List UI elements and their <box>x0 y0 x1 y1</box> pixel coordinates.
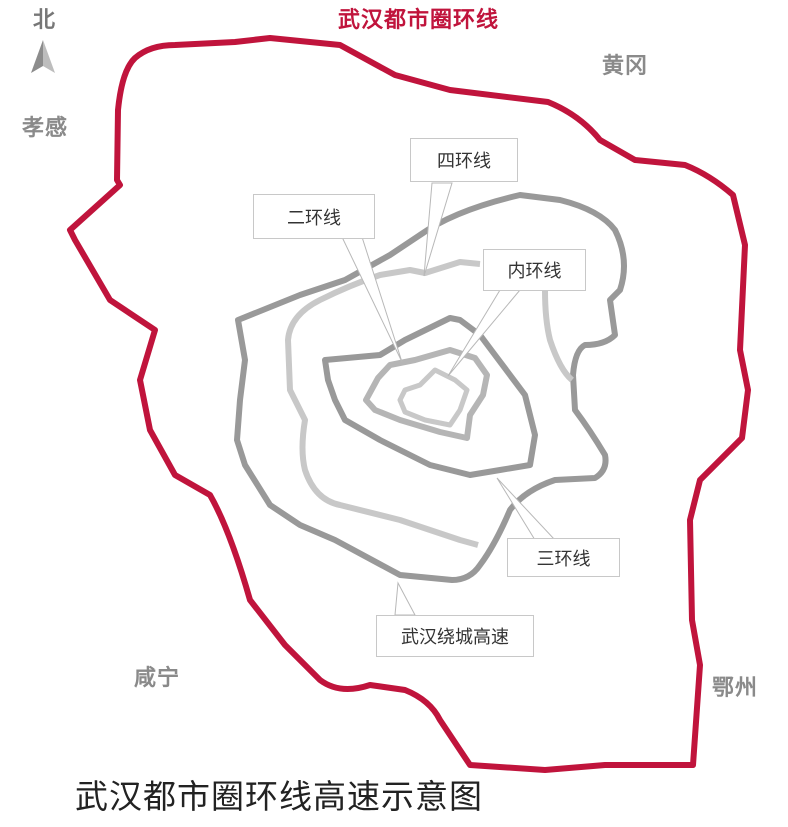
callout-ring-expressway: 武汉绕城高速 <box>376 615 534 657</box>
callout-leaders <box>341 182 557 616</box>
city-huanggang: 黄冈 <box>602 53 649 79</box>
ring-expressway <box>234 192 627 583</box>
fourth-ring <box>285 259 575 548</box>
north-arrow-icon <box>31 40 55 73</box>
callout-fourth-ring: 四环线 <box>410 138 518 182</box>
callout-second-ring: 二环线 <box>253 194 375 239</box>
metro-ring-road <box>67 35 751 773</box>
city-xiaogan: 孝感 <box>22 115 69 141</box>
city-xianning: 咸宁 <box>134 665 181 691</box>
third-ring <box>322 315 538 478</box>
inner-ring <box>397 367 470 428</box>
callout-inner-ring: 内环线 <box>483 249 586 291</box>
city-ezhou: 鄂州 <box>712 675 759 701</box>
map-caption: 武汉都市圈环线高速示意图 <box>75 777 483 816</box>
metro-ring-label: 武汉都市圈环线 <box>338 7 500 33</box>
second-ring <box>363 347 490 441</box>
callout-third-ring: 三环线 <box>507 538 620 577</box>
north-label: 北 <box>33 7 56 33</box>
